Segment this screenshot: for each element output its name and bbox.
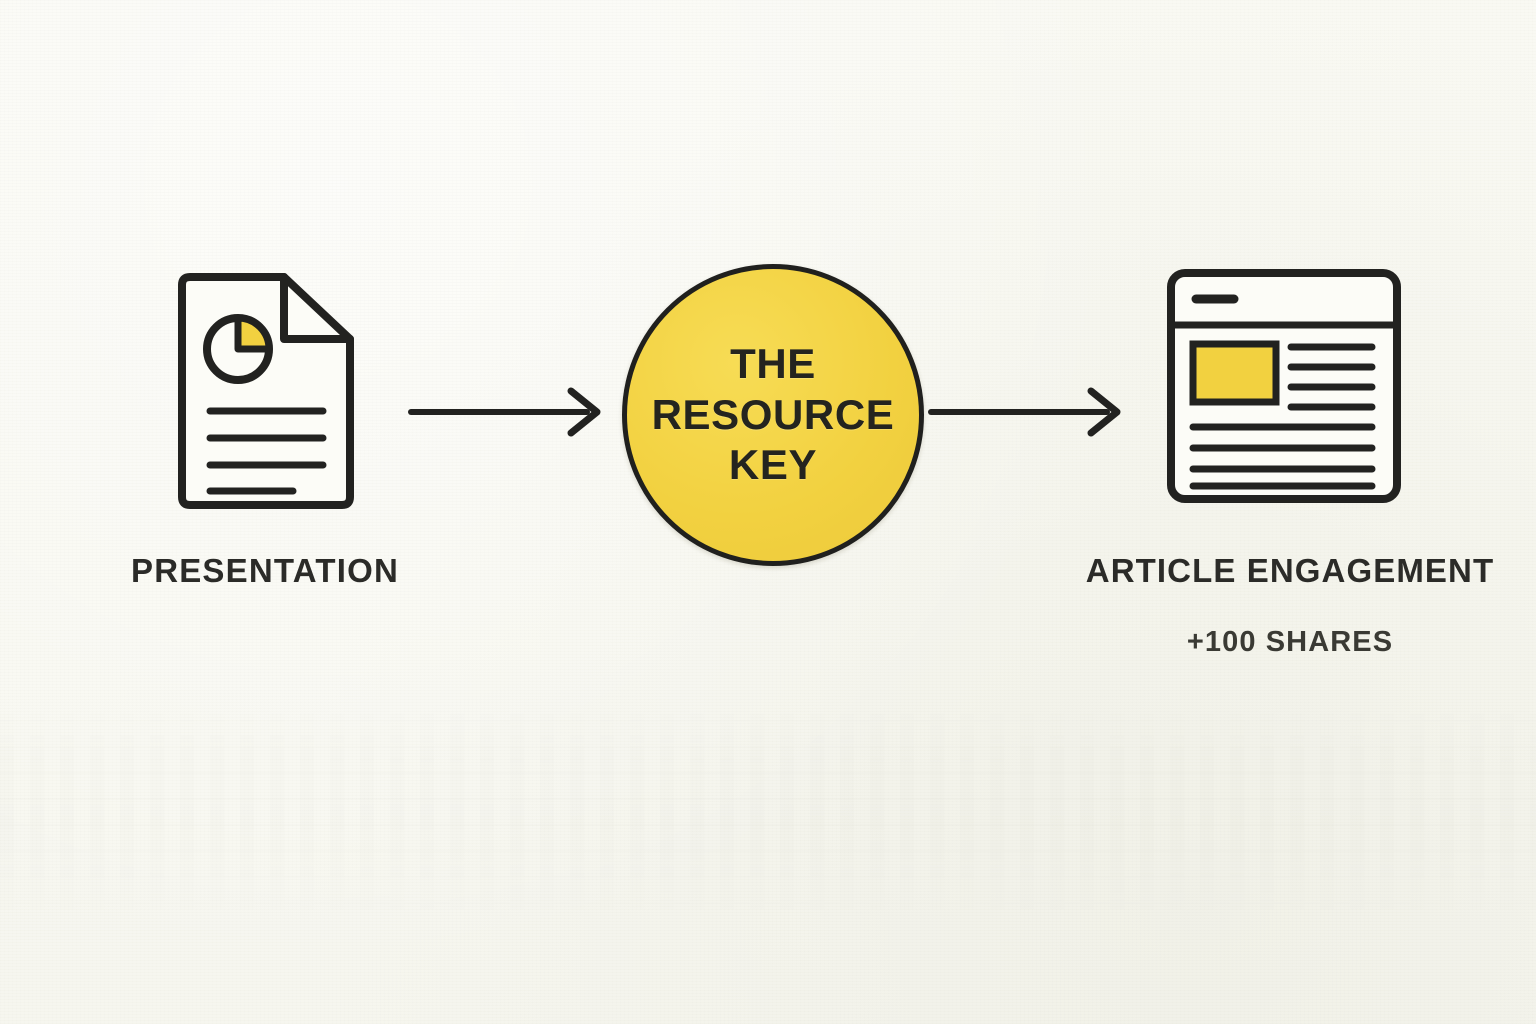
hub-label: THE RESOURCE KEY — [622, 264, 924, 566]
article-frame — [1167, 269, 1401, 503]
label-presentation: PRESENTATION — [130, 552, 400, 589]
arrow-head — [567, 387, 601, 437]
label-article-engagement: ARTICLE ENGAGEMENT — [1085, 552, 1495, 589]
hub-circle-shape — [622, 264, 924, 566]
hub-label-line-2: RESOURCE — [651, 390, 895, 438]
article-image-block — [1189, 340, 1280, 406]
hub-label-line-3: KEY — [728, 441, 818, 489]
connector-arrow-2 — [925, 384, 1130, 440]
document-fold-corner — [280, 273, 354, 343]
document-chart-icon — [160, 265, 365, 520]
label-shares-count: +100 SHARES — [1186, 626, 1394, 658]
document-page-outline — [178, 273, 354, 509]
connector-arrow-1 — [405, 384, 610, 440]
paper-smudge-band — [0, 700, 1536, 930]
article-page-icon — [1160, 262, 1408, 510]
arrow-head — [1087, 387, 1121, 437]
hub-label-line-1: THE — [730, 339, 816, 387]
pie-chart-slice — [234, 314, 273, 353]
resource-key-hub[interactable]: THE RESOURCE KEY — [622, 264, 924, 566]
